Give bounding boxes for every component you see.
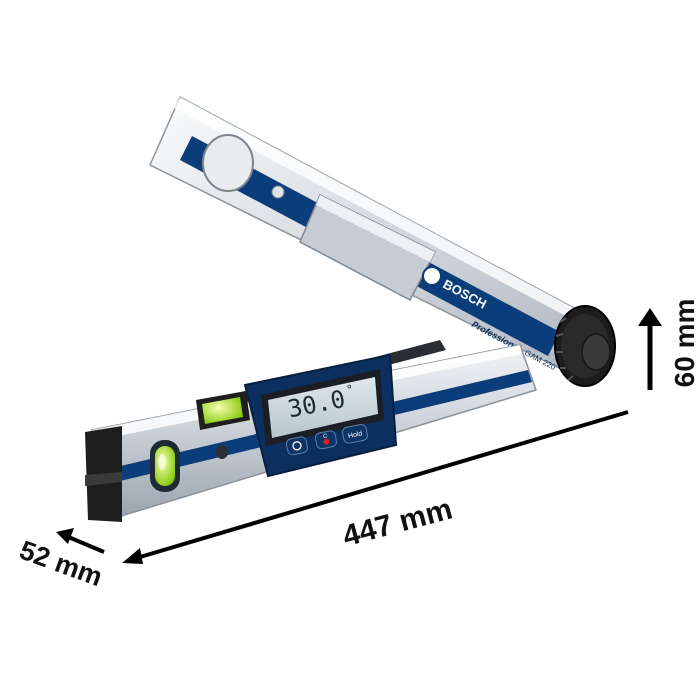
hinge-knob[interactable] — [554, 305, 616, 387]
upper-arm: BOSCH Professional GAM 220 — [149, 95, 601, 378]
hold-button-label: Hold — [348, 430, 364, 440]
arrow-left-down-icon — [56, 528, 74, 544]
height-dimension: 60 mm — [638, 299, 700, 390]
depth-label: 52 mm — [16, 535, 107, 592]
horizontal-vial — [150, 440, 180, 492]
power-icon — [292, 441, 302, 451]
calibrate-button[interactable]: C — [315, 430, 338, 450]
record-icon — [323, 438, 330, 445]
bosch-logo-icon — [422, 266, 442, 286]
length-label: 447 mm — [339, 492, 455, 553]
arrow-left-icon — [122, 548, 143, 564]
vertical-vial — [196, 391, 250, 430]
lcd-degree-symbol: ° — [345, 382, 355, 397]
upper-arm-hole — [202, 134, 254, 192]
depth-dimension: 52 mm — [16, 528, 107, 592]
arrow-up-icon — [638, 308, 662, 326]
svg-text:C: C — [323, 433, 329, 440]
hold-button[interactable]: Hold — [342, 424, 369, 444]
display-panel: 30.0 ° C Hold — [243, 353, 398, 478]
lcd-screen — [268, 377, 378, 438]
height-label: 60 mm — [669, 299, 700, 388]
power-button[interactable] — [286, 436, 309, 456]
